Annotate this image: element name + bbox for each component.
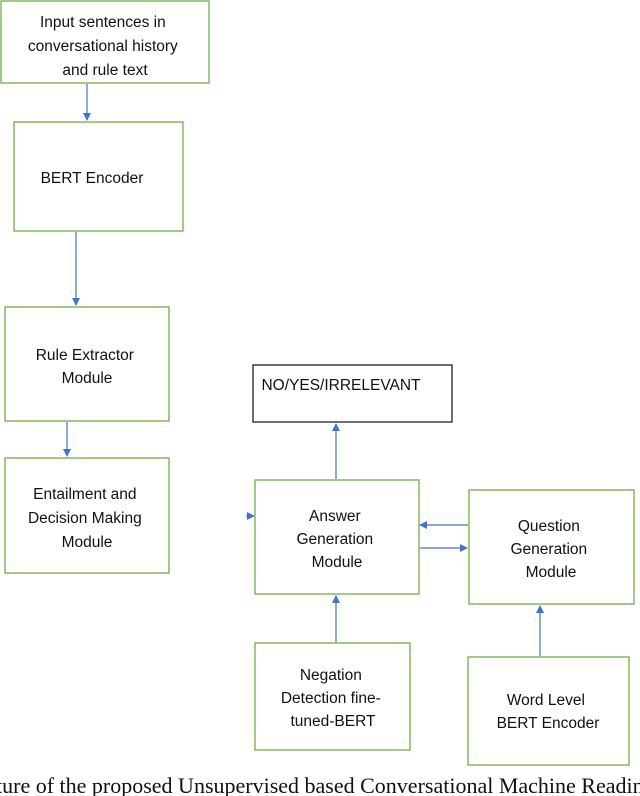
negation-detection-line-2: Detection fine-	[281, 690, 381, 707]
word-level-bert-box: Word Level BERT Encoder	[467, 656, 630, 766]
svg-text:Word Level BERT Encoder: Word Level BERT Encoder	[497, 692, 600, 732]
svg-text:Negation Detection fine-: Negation Detection fine- tuned-BERT	[281, 667, 385, 730]
word-level-bert-line-1: Word Level	[507, 692, 585, 709]
svg-text:Question Generation: Question Generation Module	[510, 518, 591, 581]
answer-generation-line-2: Generation	[296, 531, 373, 548]
question-generation-box: Question Generation Module	[468, 489, 635, 605]
svg-text:NO/YES/IRRELEVANT: NO/YES/IRRELEVANT	[261, 377, 421, 394]
negation-detection-line-1: Negation	[300, 667, 362, 684]
question-generation-line-3: Module	[526, 564, 577, 581]
negation-detection-line-3: tuned-BERT	[290, 713, 376, 730]
output-label: NO/YES/IRRELEVANT	[261, 377, 421, 394]
rule-extractor-line-2: Module	[62, 370, 113, 387]
connectors	[63, 84, 544, 656]
svg-text:BERT Encoder: BERT Encoder	[41, 170, 144, 187]
input-sentences-line-1: Input sentences in	[40, 14, 166, 31]
bert-encoder-box: BERT Encoder	[13, 121, 184, 232]
negation-detection-box: Negation Detection fine- tuned-BERT	[254, 642, 411, 751]
answer-generation-box: Answer Generation Module	[254, 479, 420, 595]
question-generation-line-1: Question	[518, 518, 580, 535]
answer-generation-line-3: Module	[312, 554, 363, 571]
rule-extractor-box: Rule Extractor Module	[4, 306, 170, 422]
input-sentences-box: Input sentences in conversational histor…	[0, 0, 210, 84]
question-generation-line-2: Generation	[510, 541, 587, 558]
entailment-line-1: Entailment and	[33, 486, 136, 503]
svg-text:Entailment and Decision: Entailment and Decision Making Module	[28, 486, 146, 551]
entailment-box: Entailment and Decision Making Module	[4, 457, 170, 574]
input-sentences-line-2: conversational history	[28, 38, 178, 55]
svg-text:Input sentences in conve: Input sentences in conversational histor…	[28, 14, 182, 79]
rule-extractor-line-1: Rule Extractor	[36, 347, 134, 364]
output-label-box: NO/YES/IRRELEVANT	[252, 364, 453, 423]
svg-text:Answer Generation: Answer Generation Module	[296, 508, 377, 571]
answer-generation-line-1: Answer	[309, 508, 361, 525]
svg-text:Rule Extractor Module: Rule Extractor Module	[36, 347, 139, 387]
entailment-line-3: Module	[62, 534, 113, 551]
entailment-line-2: Decision Making	[28, 510, 142, 527]
bert-encoder-label: BERT Encoder	[41, 170, 144, 187]
input-sentences-line-3: and rule text	[62, 62, 148, 79]
figure-caption: ture of the proposed Unsupervised based …	[0, 773, 640, 796]
word-level-bert-line-2: BERT Encoder	[497, 715, 600, 732]
